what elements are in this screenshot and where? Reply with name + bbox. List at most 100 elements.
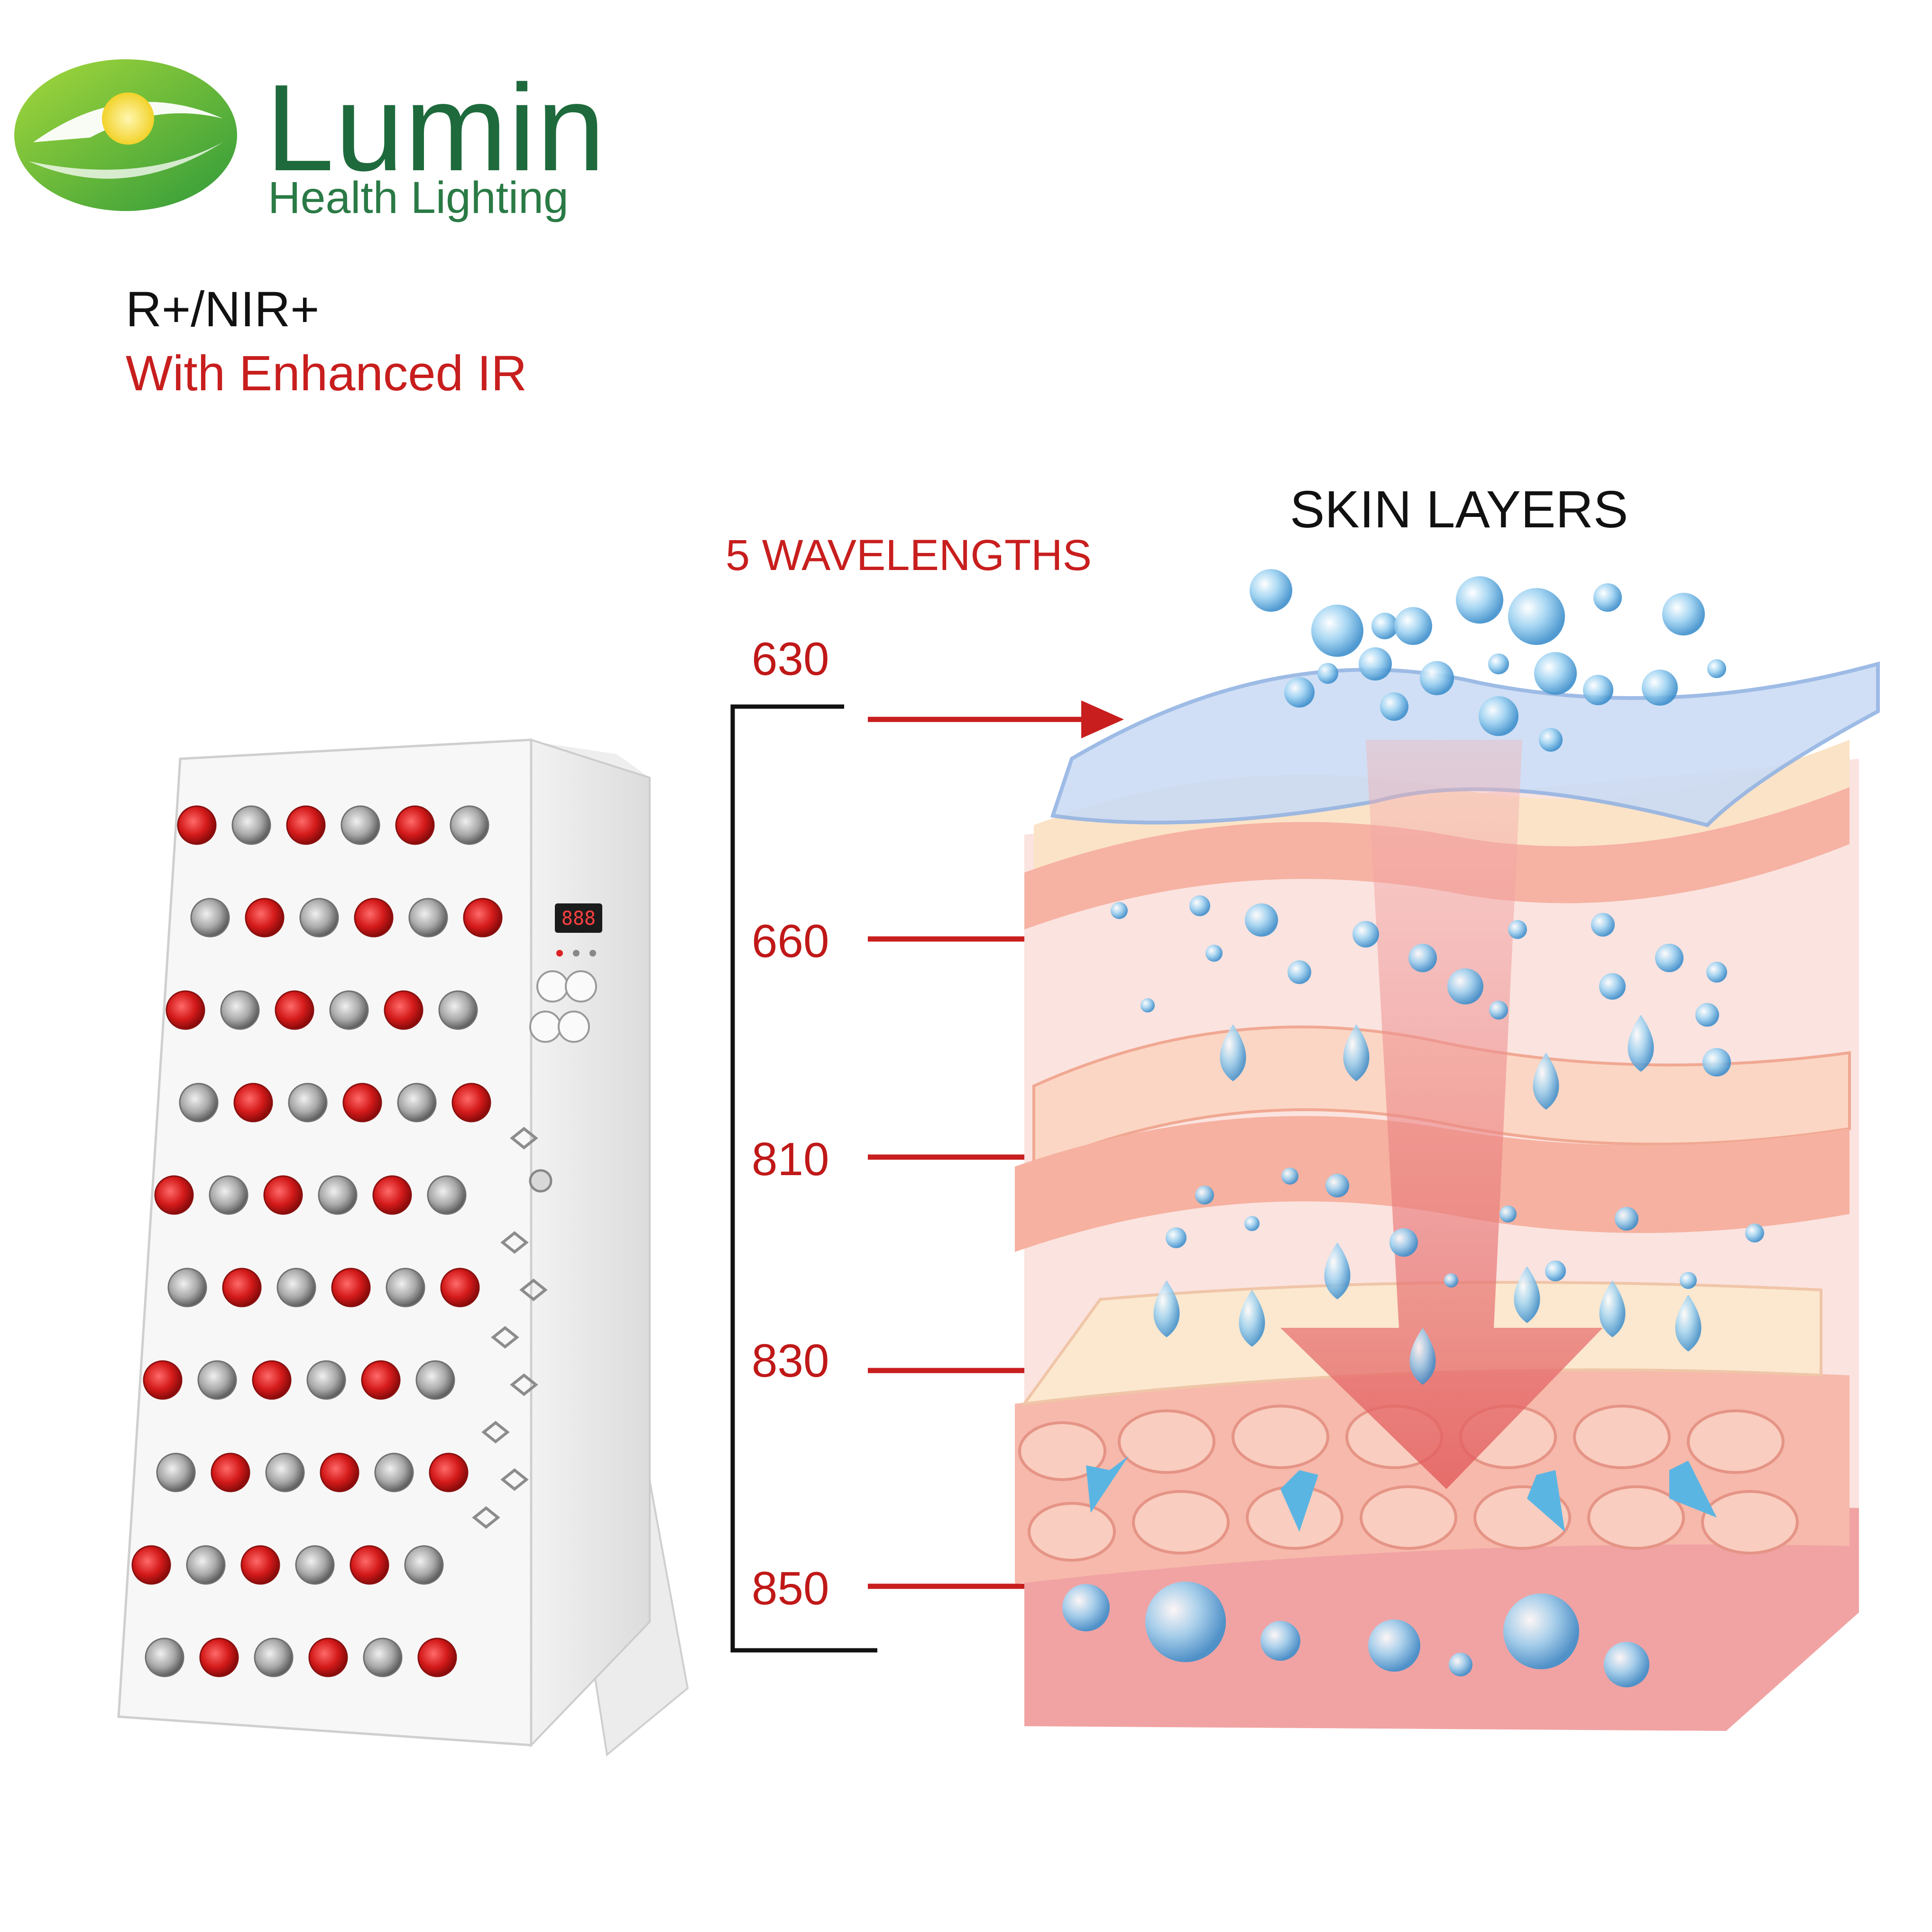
water-bubble-icon	[1655, 944, 1684, 972]
nir-led-icon	[427, 1175, 467, 1215]
water-bubble-icon	[1680, 1272, 1697, 1289]
water-bubble-icon	[1444, 1273, 1458, 1288]
red-led-icon	[177, 805, 217, 845]
red-led-icon	[286, 805, 326, 845]
water-bubble-icon	[1545, 1260, 1566, 1281]
mode-button-icon	[536, 970, 569, 1003]
water-bubble-icon	[1141, 998, 1155, 1012]
wavelength-label: 850	[752, 1562, 829, 1614]
red-led-icon	[252, 1360, 292, 1400]
nir-led-icon	[209, 1175, 248, 1215]
product-spec-line: R+/NIR+	[126, 282, 320, 337]
wavelength-bracket	[730, 704, 877, 1653]
red-led-icon	[429, 1453, 469, 1492]
water-bubble-icon	[1707, 659, 1726, 678]
logo-icon	[14, 59, 237, 211]
water-bubble-icon	[1145, 1582, 1226, 1662]
red-led-icon	[395, 805, 435, 845]
water-bubble-icon	[1244, 1216, 1260, 1231]
water-bubble-icon	[1359, 647, 1392, 681]
water-bubble-icon	[1508, 920, 1527, 939]
red-led-icon	[331, 1268, 371, 1307]
nir-led-icon	[397, 1083, 437, 1122]
water-bubble-icon	[1368, 1619, 1420, 1672]
wavelength-label: 830	[752, 1334, 829, 1387]
nir-led-icon	[408, 898, 448, 938]
nir-led-icon	[179, 1083, 219, 1122]
water-bubble-icon	[1745, 1224, 1764, 1242]
nir-led-icon	[231, 805, 271, 845]
brand-name: Lumin	[266, 59, 607, 197]
nir-led-icon	[374, 1453, 414, 1492]
timer-button-icon	[565, 970, 597, 1003]
nir-led-icon	[265, 1453, 305, 1492]
red-led-icon	[245, 898, 285, 938]
water-drop-icon	[1239, 1290, 1265, 1347]
red-led-icon	[361, 1360, 401, 1400]
water-drop-icon	[1409, 1328, 1436, 1385]
red-led-icon	[354, 898, 394, 938]
nir-led-icon	[190, 898, 230, 938]
nir-led-icon	[415, 1360, 455, 1400]
product-feature-line: With Enhanced IR	[126, 346, 527, 401]
nir-led-icon	[186, 1545, 226, 1585]
water-bubble-icon	[1205, 945, 1223, 962]
nir-led-icon	[386, 1268, 425, 1307]
red-led-icon	[211, 1453, 250, 1492]
red-led-icon	[417, 1638, 457, 1677]
water-bubble-icon	[1408, 944, 1437, 972]
water-bubble-icon	[1352, 921, 1379, 948]
water-bubble-icon	[1591, 913, 1615, 937]
water-bubble-icon	[1593, 583, 1622, 612]
red-led-icon	[143, 1360, 183, 1400]
red-led-icon	[320, 1453, 359, 1492]
water-bubble-icon	[1380, 692, 1408, 721]
water-bubble-icon	[1447, 968, 1483, 1004]
nir-led-icon	[318, 1175, 358, 1215]
nir-led-icon	[404, 1545, 444, 1585]
skin-layers-title: SKIN LAYERS	[1290, 480, 1628, 539]
red-led-icon	[233, 1083, 273, 1122]
nir-led-icon	[220, 990, 260, 1030]
water-bubble-icon	[1288, 960, 1311, 984]
nir-led-icon	[306, 1360, 346, 1400]
nir-led-icon	[156, 1453, 196, 1492]
water-bubble-icon	[1189, 895, 1210, 916]
water-bubble-icon	[1250, 569, 1292, 612]
water-bubble-icon	[1695, 1003, 1719, 1027]
water-drop-icon	[1675, 1295, 1702, 1352]
water-bubble-icon	[1371, 613, 1398, 639]
water-bubble-icon	[1420, 661, 1454, 695]
red-led-icon	[463, 898, 503, 938]
water-bubble-icon	[1317, 663, 1338, 684]
red-led-icon	[350, 1545, 389, 1585]
nir-led-icon	[295, 1545, 335, 1585]
water-bubble-icon	[1245, 903, 1278, 937]
water-bubble-icon	[1062, 1584, 1110, 1631]
level-button-icon	[558, 1011, 590, 1043]
red-led-icon	[166, 990, 205, 1030]
nir-led-icon	[254, 1638, 294, 1677]
water-bubble-icon	[1456, 576, 1503, 624]
water-drop-icon	[1220, 1024, 1246, 1081]
water-bubble-icon	[1166, 1227, 1187, 1248]
red-led-icon	[440, 1268, 480, 1307]
water-bubble-icon	[1479, 696, 1518, 736]
red-led-icon	[384, 990, 423, 1030]
water-bubble-icon	[1284, 677, 1315, 708]
water-bubble-icon	[1489, 1001, 1508, 1020]
water-bubble-icon	[1604, 1642, 1649, 1687]
led-panel-device: 888	[117, 738, 689, 1757]
water-bubble-icon	[1662, 593, 1705, 635]
water-drop-icon	[1343, 1024, 1370, 1081]
red-led-icon	[240, 1545, 280, 1585]
water-bubble-icon	[1500, 1205, 1517, 1223]
water-bubble-icon	[1706, 962, 1727, 983]
water-bubble-icon	[1389, 1228, 1418, 1257]
nir-led-icon	[276, 1268, 316, 1307]
water-drop-icon	[1324, 1242, 1351, 1299]
nir-led-icon	[329, 990, 369, 1030]
water-bubble-icon	[1583, 675, 1613, 705]
water-bubbles	[1062, 569, 1764, 1687]
nir-led-icon	[363, 1638, 403, 1677]
